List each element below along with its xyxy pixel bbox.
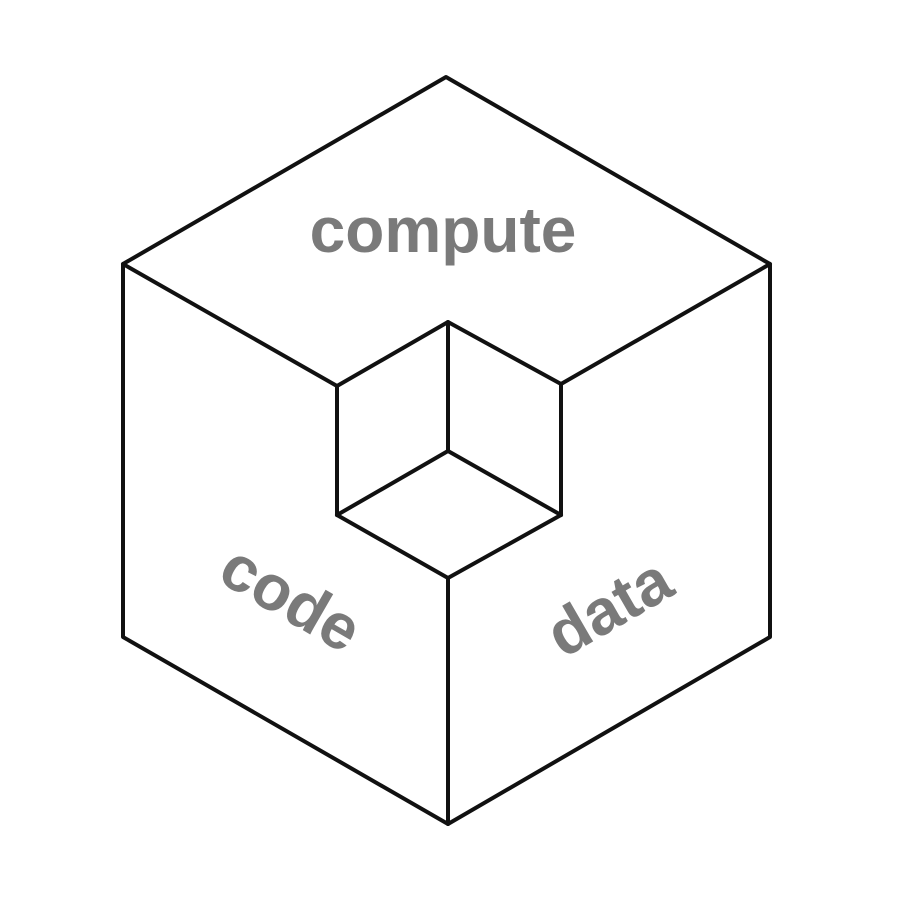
top-face-right-edge xyxy=(559,262,772,386)
left-face-label: code xyxy=(208,529,373,666)
top-face-label: compute xyxy=(310,194,577,266)
cutout-floor-back xyxy=(335,449,563,517)
right-face-label: data xyxy=(534,543,684,671)
top-face-left-edge xyxy=(121,262,339,388)
cutout-floor-front xyxy=(335,513,563,580)
